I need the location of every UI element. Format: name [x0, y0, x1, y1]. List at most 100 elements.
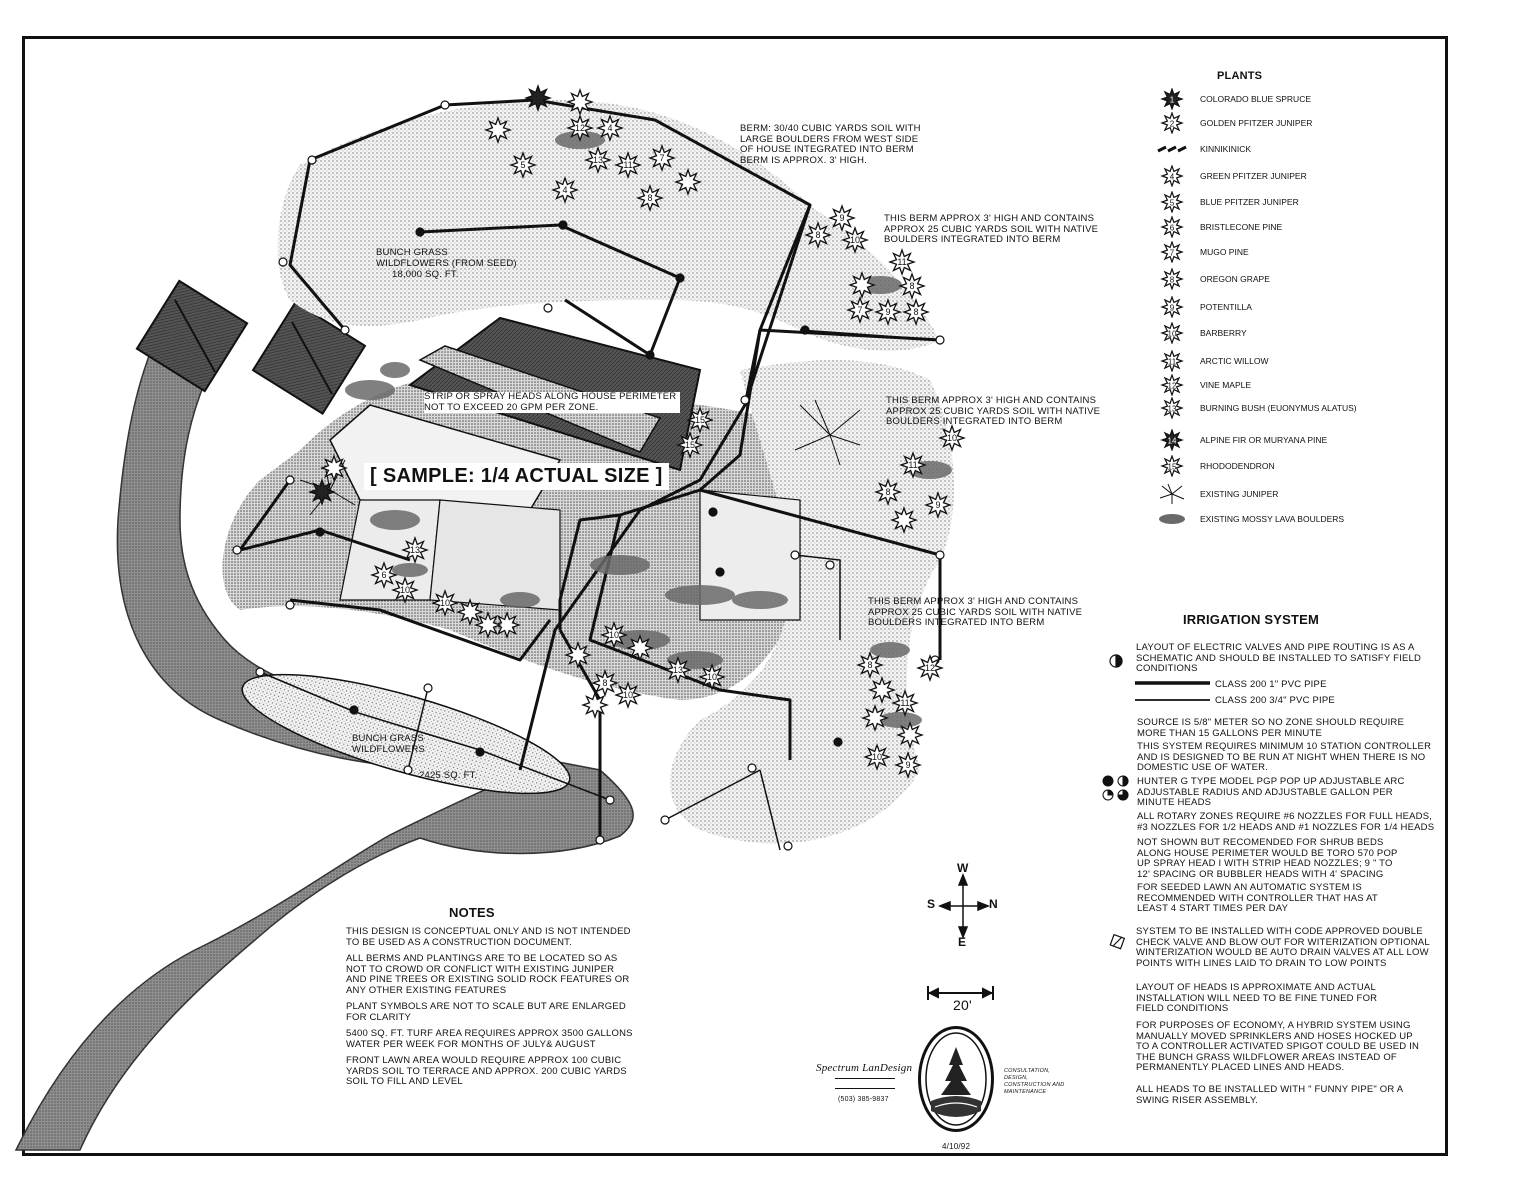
irrigation-heading: IRRIGATION SYSTEM: [1183, 612, 1320, 627]
wildflower-north-label-2: WILDFLOWERS (FROM SEED): [376, 258, 517, 269]
berm-east-3-note: THIS BERM APPROX 3' HIGH AND CONTAINS AP…: [868, 596, 1083, 628]
plant-symbol: [890, 506, 918, 534]
plant-symbol: [474, 611, 502, 639]
plant-symbol: [431, 589, 459, 617]
boulder-icon: [1150, 508, 1194, 530]
plant-legend-key: 6: [1170, 224, 1175, 233]
notes-heading: NOTES: [449, 905, 495, 920]
plant-symbol: [894, 751, 922, 779]
oregon-grape-icon: 8: [1150, 268, 1194, 290]
plant-symbol: [456, 598, 484, 626]
plant-symbol: [848, 271, 876, 299]
plant-legend-key: 1: [1170, 96, 1175, 105]
wildflower-south-label-1: BUNCH GRASS: [352, 733, 424, 744]
company-name: Spectrum LanDesign: [816, 1062, 913, 1074]
plant-legend-label: OREGON GRAPE: [1200, 274, 1270, 284]
plant-symbol: [698, 663, 726, 691]
plant-symbol-key: 8: [815, 230, 820, 240]
plant-symbol: [899, 451, 927, 479]
plant-symbol-key: 8: [602, 678, 607, 688]
hunter-heads-note: HUNTER G TYPE MODEL PGP POP UP ADJUSTABL…: [1137, 776, 1405, 808]
plant-symbol: [888, 248, 916, 276]
plant-legend-item: EXISTING JUNIPER: [1150, 483, 1278, 505]
spruce-icon: 1: [1150, 88, 1194, 110]
seeded-lawn-note: FOR SEEDED LAWN AN AUTOMATIC SYSTEM IS R…: [1137, 882, 1378, 914]
bristlecone-icon: 6: [1150, 216, 1194, 238]
plant-symbol: [828, 204, 856, 232]
irrigation-laterals: [259, 329, 941, 851]
berm-east-1-note: THIS BERM APPROX 3' HIGH AND CONTAINS AP…: [884, 213, 1099, 245]
plant-symbol-key: 4: [562, 185, 567, 195]
plant-legend-key: 12: [1168, 382, 1177, 391]
company-services: CONSULTATION, DESIGN, CONSTRUCTION AND M…: [1004, 1068, 1065, 1095]
valves-note: LAYOUT OF ELECTRIC VALVES AND PIPE ROUTI…: [1136, 642, 1422, 674]
plant-symbol-key: 10: [623, 690, 633, 700]
vine-maple-icon: 12: [1150, 374, 1194, 396]
source-note: SOURCE IS 5/8" METER SO NO ZONE SHOULD R…: [1137, 717, 1405, 739]
plant-symbol: [891, 689, 919, 717]
wildflower-south-area: 2425 SQ. FT.: [419, 770, 478, 781]
plant-symbol: [856, 651, 884, 679]
berm-north-note: BERM: 30/40 CUBIC YARDS SOIL WITH LARGE …: [740, 123, 921, 166]
plant-symbol: [686, 406, 714, 434]
wildflower-area-south: [241, 673, 571, 795]
note-item: ALL BERMS AND PLANTINGS ARE TO BE LOCATE…: [346, 953, 630, 996]
plant-symbol: [401, 536, 429, 564]
plant-symbol: [846, 296, 874, 324]
plant-symbol-key: 6: [381, 570, 386, 580]
driveway: [14, 759, 634, 1151]
plant-symbol-key: 8: [909, 281, 914, 291]
company-logo: [918, 1026, 994, 1132]
plant-legend-key: 7: [1170, 249, 1175, 258]
plant-legend-item: 1 COLORADO BLUE SPRUCE: [1150, 88, 1311, 110]
plant-symbol-key: 8: [885, 487, 890, 497]
mugo-pine-icon: 7: [1150, 241, 1194, 263]
plant-legend-label: ALPINE FIR OR MURYANA PINE: [1200, 435, 1328, 445]
plant-symbol: [674, 168, 702, 196]
compass-s: S: [927, 897, 936, 911]
rhododendron-icon: 15: [1150, 455, 1194, 477]
plant-symbol-key: 9: [905, 760, 910, 770]
plant-symbol: [898, 272, 926, 300]
plant-legend-item: EXISTING MOSSY LAVA BOULDERS: [1150, 508, 1344, 530]
plant-symbol-key: 10: [609, 630, 619, 640]
company-phone: (503) 385-9837: [838, 1096, 889, 1103]
berm-east-2-note: THIS BERM APPROX 3' HIGH AND CONTAINS AP…: [886, 395, 1101, 427]
plant-symbol-key: 10: [707, 672, 717, 682]
plant-symbol: [524, 84, 552, 112]
strip-heads-note: STRIP OR SPRAY HEADS ALONG HOUSE PERIMET…: [424, 391, 680, 413]
plant-legend-label: RHODODENDRON: [1200, 461, 1275, 471]
plant-symbol: [391, 576, 419, 604]
plant-legend-label: BURNING BUSH (EUONYMUS ALATUS): [1200, 403, 1357, 413]
plant-symbol: [584, 146, 612, 174]
plant-symbol: [902, 298, 930, 326]
plant-symbol-key: 9: [885, 307, 890, 317]
note-item: FRONT LAWN AREA WOULD REQUIRE APPROX 100…: [346, 1055, 627, 1087]
compass-n: N: [989, 897, 998, 911]
plant-symbol-key: 4: [607, 123, 612, 133]
plant-legend-label: COLORADO BLUE SPRUCE: [1200, 94, 1311, 104]
redaction-block: [146, 96, 288, 136]
plant-symbol-key: 8: [867, 660, 872, 670]
note-item: PLANT SYMBOLS ARE NOT TO SCALE BUT ARE E…: [346, 1001, 626, 1023]
plant-symbol-key: 9: [935, 500, 940, 510]
plant-symbol: [551, 176, 579, 204]
plant-symbol: [868, 676, 896, 704]
wildflower-north-label-1: BUNCH GRASS: [376, 247, 448, 258]
compass-rose: [937, 872, 991, 940]
drawing-sheet-border: [22, 36, 1448, 1156]
plant-symbol-key: 11: [897, 257, 906, 267]
outbuilding-west: [135, 279, 249, 393]
green-juniper-icon: 4: [1150, 165, 1194, 187]
plant-legend-label: VINE MAPLE: [1200, 380, 1252, 390]
plant-symbol-key: 11: [623, 160, 632, 170]
